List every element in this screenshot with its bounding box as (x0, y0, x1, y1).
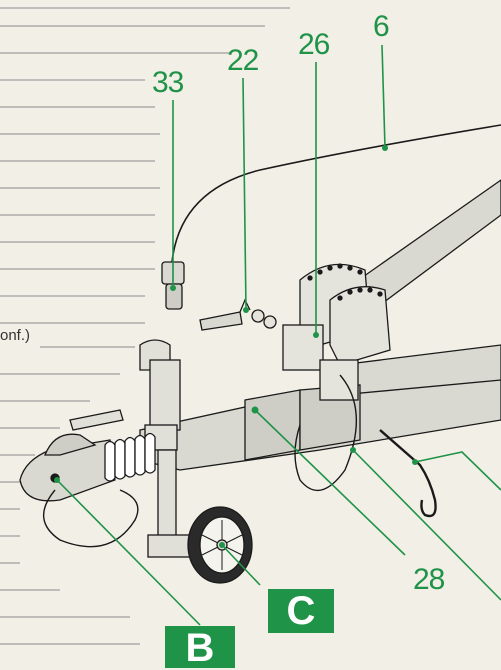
leader-dots (54, 145, 418, 548)
callout-33: 33 (152, 66, 184, 99)
cable-part-6 (171, 124, 501, 263)
left-column-note: onf.) (0, 327, 31, 344)
breakaway-cables (42, 374, 358, 548)
coupling-mount (244, 384, 361, 461)
frame-brackets (282, 263, 391, 401)
callout-6: 6 (373, 10, 390, 43)
callout-22: 22 (227, 44, 259, 77)
ruled-lines (0, 7, 290, 645)
callout-tag-b: B (165, 626, 235, 670)
jockey-wheel-post (139, 339, 194, 558)
hook-part (379, 429, 437, 518)
callout-26: 26 (298, 28, 330, 61)
coupling-head (19, 409, 156, 502)
callout-28: 28 (413, 563, 445, 596)
handle-part-22 (199, 298, 277, 331)
leader-lines (56, 44, 501, 626)
callout-tag-c: C (268, 589, 334, 633)
